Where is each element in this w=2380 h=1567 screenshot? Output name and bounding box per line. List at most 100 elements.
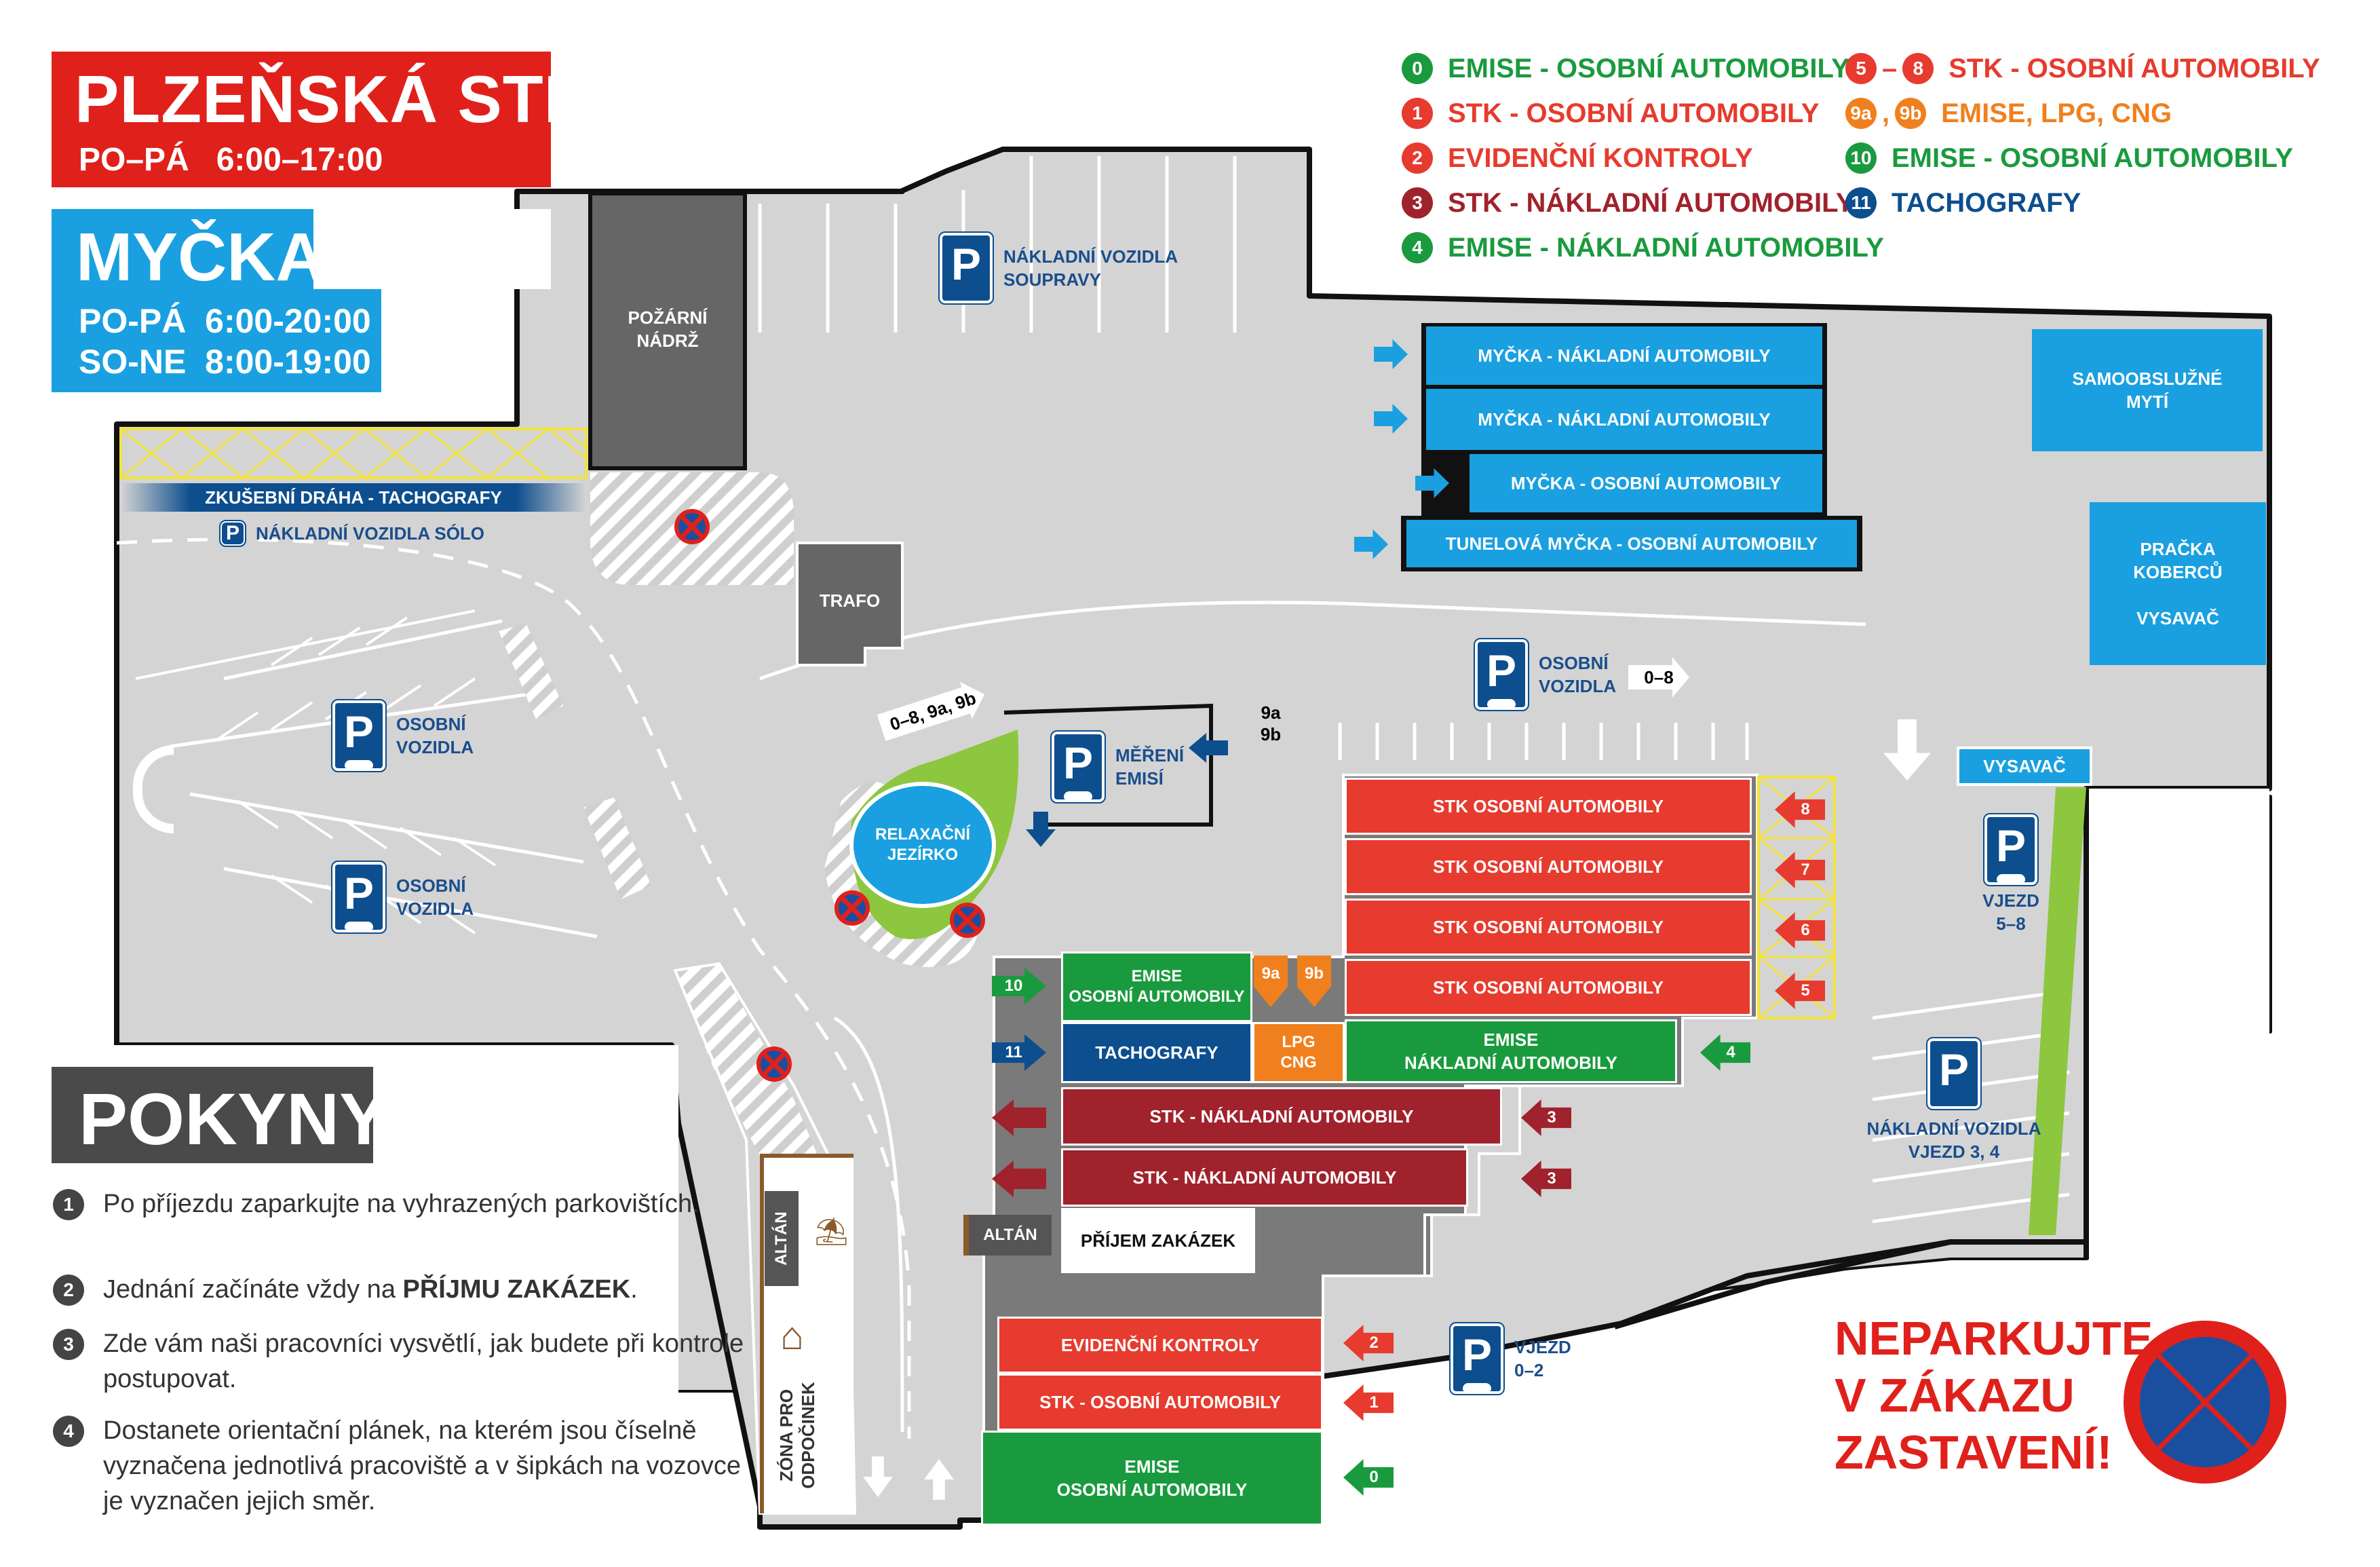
parking-trucks-vjezd: P NÁKLADNÍ VOZIDLA VJEZD 3, 4	[1859, 1037, 2049, 1163]
parking-car-icon: P	[331, 861, 387, 934]
parking-icon: P	[219, 520, 246, 547]
legend-text: TACHOGRAFY	[1892, 187, 2081, 218]
bench-icon: ⛱	[814, 1217, 849, 1247]
wash-hours-1: PO-PÁ 6:00-20:00	[79, 302, 371, 340]
legend-number-icon: 1	[1402, 98, 1433, 129]
emise-trucks-station: EMISE NÁKLADNÍ AUTOMOBILY	[1345, 1019, 1677, 1083]
no-parking-icon	[950, 903, 985, 938]
legend-item: 4 EMISE - NÁKLADNÍ AUTOMOBILY	[1402, 229, 1884, 266]
instruction-number-icon: 1	[53, 1189, 84, 1220]
parking-car-icon: P	[1449, 1322, 1505, 1395]
legend-number-icon: 11	[1845, 187, 1877, 219]
transformer	[796, 542, 904, 666]
wash-title-box: MYČKA PO-PÁ 6:00-20:00 SO-NE 8:00-19:00	[52, 209, 381, 392]
legend-item: 1 STK - OSOBNÍ AUTOMOBILY	[1402, 95, 1819, 132]
label-9a9b: 9a 9b	[1260, 702, 1282, 744]
stk-trucks-2: STK - NÁKLADNÍ AUTOMOBILY	[1061, 1148, 1468, 1207]
parking-cars-1: P OSOBNÍ VOZIDLA	[331, 699, 474, 772]
no-parking-icon	[756, 1046, 792, 1082]
legend-text: EMISE, LPG, CNG	[1941, 98, 2172, 128]
rest-zone-label: ZÓNA PRO ODPOČINEK	[776, 1382, 818, 1489]
tachograph-station: TACHOGRAFY	[1061, 1022, 1252, 1083]
parking-car-icon: P	[1983, 813, 2039, 886]
legend-item: 3 STK - NÁKLADNÍ AUTOMOBILY	[1402, 185, 1854, 221]
stk-title-box: PLZEŇSKÁ STK PO–PÁ 6:00–17:00	[52, 52, 592, 187]
tunnel-wash: TUNELOVÁ MYČKA - OSOBNÍ AUTOMOBILY	[1406, 520, 1857, 567]
gazebo-1: ALTÁN	[963, 1215, 1052, 1256]
vacuum: VYSAVAČ	[1957, 747, 2092, 786]
fire-tank	[588, 191, 747, 470]
legend-text: STK - OSOBNÍ AUTOMOBILY	[1448, 98, 1820, 128]
legend-text: EMISE - OSOBNÍ AUTOMOBILY	[1448, 53, 1849, 83]
instructions-title-box: POKYNY	[52, 1067, 388, 1163]
transformer-label: TRAFO	[819, 590, 881, 611]
hatched-zone-altan	[675, 964, 834, 1194]
legend-number-icon: 5	[1845, 53, 1877, 84]
parking-cars-2: P OSOBNÍ VOZIDLA	[331, 861, 474, 934]
legend-item: 11 TACHOGRAFY	[1845, 185, 2081, 221]
legend-number-icon: 8	[1902, 53, 1934, 84]
parking-trucks-solo: P NÁKLADNÍ VOZIDLA SÓLO	[219, 520, 484, 547]
test-track	[119, 428, 588, 479]
emise-cars-bottom: EMISE OSOBNÍ AUTOMOBILY	[981, 1431, 1323, 1526]
lpg-cng-station: LPG CNG	[1252, 1022, 1345, 1083]
no-parking-icon	[834, 890, 870, 926]
instruction-number-icon: 3	[53, 1329, 84, 1360]
legend-text: EMISE - NÁKLADNÍ AUTOMOBILY	[1448, 232, 1884, 263]
wash-trucks-1: MYČKA - NÁKLADNÍ AUTOMOBILY	[1426, 326, 1822, 385]
emise-cars-station: EMISE OSOBNÍ AUTOMOBILY	[1061, 951, 1252, 1022]
instruction-item: 1 Po příjezdu zaparkujte na vyhrazených p…	[53, 1186, 754, 1222]
instruction-number-icon: 4	[53, 1416, 84, 1447]
legend-number-icon: 9b	[1895, 98, 1927, 129]
wash-hours-2: SO-NE 8:00-19:00	[79, 343, 371, 381]
legend-item: 10 EMISE - OSOBNÍ AUTOMOBILY	[1845, 140, 2293, 176]
stk-cars-small: STK - OSOBNÍ AUTOMOBILY	[997, 1374, 1323, 1431]
stk-car-lane-5: STK OSOBNÍ AUTOMOBILY	[1345, 959, 1752, 1016]
legend-number-icon: 10	[1845, 143, 1877, 174]
test-track-label: ZKUŠEBNÍ DRÁHA - TACHOGRAFY	[205, 487, 502, 508]
legend-item: 5–8 STK - OSOBNÍ AUTOMOBILY	[1845, 50, 2320, 87]
parking-trucks-sets: P NÁKLADNÍ VOZIDLA SOUPRAVY	[938, 231, 1178, 305]
stk-car-lane-8: STK OSOBNÍ AUTOMOBILY	[1345, 778, 1752, 835]
stk-hours: PO–PÁ 6:00–17:00	[79, 142, 383, 178]
wash-title: MYČKA	[76, 219, 325, 295]
fire-tank-label: POŽÁRNÍ NÁDRŽ	[628, 307, 708, 351]
legend-number-icon: 0	[1402, 53, 1433, 84]
pond-label: RELAXAČNÍ JEZÍRKO	[875, 825, 970, 864]
legend-separator: ,	[1882, 98, 1890, 128]
instruction-item: 4 Dostanete orientační plánek, na kterém …	[53, 1413, 754, 1519]
stk-trucks-1: STK - NÁKLADNÍ AUTOMOBILY	[1061, 1087, 1502, 1146]
gazebo-2: ALTÁN	[765, 1191, 799, 1286]
legend-text: STK - NÁKLADNÍ AUTOMOBILY	[1448, 187, 1854, 218]
instruction-text: Jednání začínáte vždy na PŘÍJMU ZAKÁZEK.	[103, 1275, 638, 1304]
legend-number-icon: 3	[1402, 187, 1433, 219]
legend-number-icon: 9a	[1845, 98, 1877, 129]
self-service-wash: SAMOOBSLUŽNÉ MYTÍ	[2032, 329, 2263, 451]
hatched-zone-left1	[499, 623, 563, 719]
legend-text: EMISE - OSOBNÍ AUTOMOBILY	[1892, 143, 2293, 173]
emission-measurement: P MĚŘENÍ EMISÍ	[1050, 730, 1184, 804]
wash-cars: MYČKA - OSOBNÍ AUTOMOBILY	[1470, 454, 1822, 512]
instruction-item: 2 Jednání začínáte vždy na PŘÍJMU ZAKÁZEK…	[53, 1272, 754, 1307]
parking-car-icon: P	[1050, 730, 1106, 804]
parking-icon: P	[938, 231, 994, 305]
legend-text: STK - OSOBNÍ AUTOMOBILY	[1949, 53, 2320, 83]
stk-car-lane-6: STK OSOBNÍ AUTOMOBILY	[1345, 899, 1752, 956]
no-parking-icon	[2124, 1321, 2286, 1484]
instruction-item: 3 Zde vám naši pracovníci vysvětlí, jak b…	[53, 1326, 754, 1397]
stk-car-lane-7: STK OSOBNÍ AUTOMOBILY	[1345, 838, 1752, 895]
parking-cars-3: P OSOBNÍ VOZIDLA	[1474, 638, 1616, 711]
parking-icon: P	[1926, 1037, 1982, 1110]
wash-trucks-2: MYČKA - NÁKLADNÍ AUTOMOBILY	[1426, 389, 1822, 450]
legend-number-icon: 4	[1402, 232, 1433, 263]
registration-checks: EVIDENČNÍ KONTROLY	[997, 1317, 1323, 1374]
hatched-zone-left2	[583, 797, 651, 899]
legend-separator: –	[1882, 53, 1898, 83]
instruction-number-icon: 2	[53, 1275, 84, 1306]
instructions-title: POKYNY	[79, 1078, 389, 1160]
parking-vjezd-58: P VJEZD 5–8	[1977, 813, 2045, 935]
instruction-text: Dostanete orientační plánek, na kterém j…	[103, 1416, 741, 1515]
instruction-text: Po příjezdu zaparkujte na vyhrazených pa…	[103, 1190, 699, 1218]
instruction-text: Zde vám naši pracovníci vysvětlí, jak bu…	[103, 1329, 744, 1393]
